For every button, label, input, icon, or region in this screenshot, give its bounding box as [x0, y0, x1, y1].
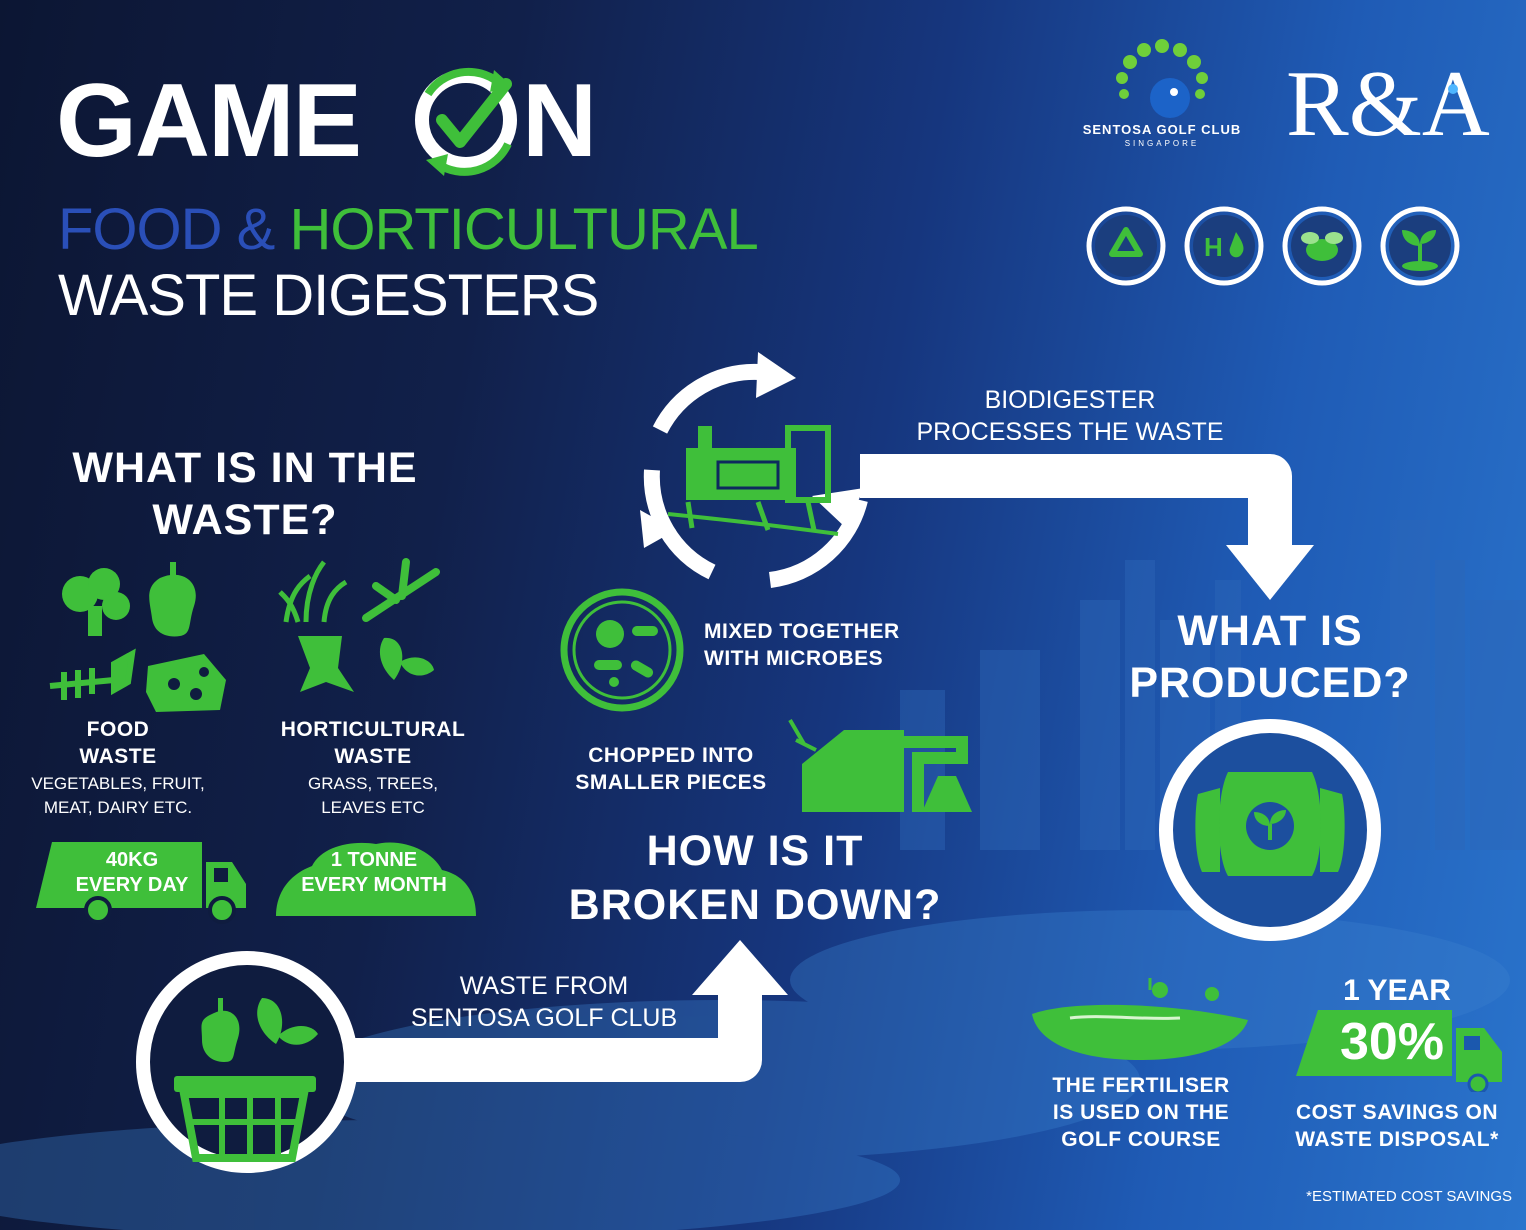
fish-bone-icon: [49, 648, 136, 700]
savings-percent: 30%: [1339, 1013, 1445, 1071]
svg-text:H: H: [1204, 232, 1223, 262]
club-location: SINGAPORE: [1124, 139, 1200, 148]
bee-icon: [1282, 206, 1362, 286]
savings-caption-line1: COST SAVINGS ON: [1296, 1101, 1498, 1124]
food-waste-title-line1: FOOD: [86, 718, 150, 741]
breakdown-title-line2: BROKEN DOWN?: [568, 881, 942, 929]
tree-stump-icon: [298, 636, 354, 692]
recycle-icon: [1086, 206, 1166, 286]
fertiliser-circle: [1159, 719, 1381, 941]
source-caption-line1: WASTE FROM: [459, 972, 629, 1000]
chop-caption-line1: CHOPPED INTO: [588, 744, 754, 767]
produced-title-line2: PRODUCED?: [1129, 659, 1411, 707]
savings-truck-icon: [1296, 1010, 1502, 1092]
subtitle-food: FOOD &: [58, 197, 275, 262]
broccoli-icon: [62, 568, 130, 636]
fertiliser-caption-line2: IS USED ON THE: [1052, 1101, 1230, 1124]
leaves-icon: [257, 998, 318, 1045]
food-waste-desc-line2: MEAT, DAIRY ETC.: [43, 798, 193, 817]
golf-course-icon: [1032, 978, 1248, 1060]
gameon-check-icon: [415, 67, 517, 176]
biodigester-caption-line1: BIODIGESTER: [984, 386, 1156, 414]
breakdown-title-line1: HOW IS IT: [646, 827, 864, 875]
fertiliser-caption-line3: GOLF COURSE: [1061, 1128, 1221, 1151]
biodigester-machine-icon: [668, 425, 839, 536]
food-icons: [49, 562, 226, 712]
horticultural-icons: [278, 558, 440, 692]
ra-dot: [1448, 84, 1458, 94]
waste-title-line2: WASTE?: [152, 496, 338, 544]
h2o-cycle-icon: H: [1184, 206, 1264, 286]
basket-icon: [174, 1076, 316, 1162]
horti-amount-line2: EVERY MONTH: [301, 874, 447, 896]
horti-pile-icon: [276, 842, 476, 916]
subtitle-line2: WASTE DIGESTERS: [58, 263, 599, 328]
apple-core-icon: [149, 562, 196, 637]
biodigester-caption-line2: PROCESSES THE WASTE: [916, 418, 1224, 446]
sprout-icon: [1380, 206, 1460, 286]
chop-caption-line2: SMALLER PIECES: [575, 771, 767, 794]
source-circle: [136, 951, 358, 1173]
food-amount-line2: EVERY DAY: [75, 874, 189, 896]
produced-title-line1: WHAT IS: [1177, 607, 1363, 655]
sustainability-badges: H: [1086, 206, 1460, 286]
cheese-icon: [146, 654, 226, 712]
horti-waste-title-line2: WASTE: [334, 745, 412, 768]
savings-period: 1 YEAR: [1343, 974, 1451, 1007]
food-waste-title-line2: WASTE: [79, 745, 157, 768]
peacock-logo-icon: [1116, 39, 1208, 118]
gameon-logo-text-end: N: [522, 63, 598, 179]
horti-waste-desc-line1: GRASS, TREES,: [307, 774, 439, 793]
grass-icon: [278, 560, 348, 623]
club-name: SENTOSA GOLF CLUB: [1082, 122, 1242, 137]
horti-waste-title-line1: HORTICULTURAL: [280, 718, 466, 741]
branch-icon: [362, 558, 440, 622]
gameon-logo-text: GAME: [56, 63, 362, 179]
chopper-machine-icon: [788, 718, 972, 812]
source-caption-line2: SENTOSA GOLF CLUB: [410, 1004, 678, 1032]
food-amount-line1: 40KG: [105, 849, 159, 871]
horti-amount-line1: 1 TONNE: [330, 849, 418, 871]
footnote: *ESTIMATED COST SAVINGS: [1306, 1188, 1512, 1205]
waste-title-line1: WHAT IS IN THE: [72, 444, 418, 492]
apple-core-icon: [201, 998, 240, 1062]
food-waste-desc-line1: VEGETABLES, FRUIT,: [31, 774, 205, 793]
leaves-icon: [379, 637, 434, 680]
ra-logo: R&A: [1286, 52, 1490, 156]
savings-caption-line2: WASTE DISPOSAL*: [1295, 1128, 1499, 1151]
mix-caption-line1: MIXED TOGETHER: [704, 620, 900, 643]
subtitle-horticultural: HORTICULTURAL: [289, 197, 758, 262]
horti-waste-desc-line2: LEAVES ETC: [321, 798, 425, 817]
subtitle-line1: FOOD & HORTICULTURAL: [58, 197, 759, 262]
mix-caption-line2: WITH MICROBES: [704, 647, 884, 670]
fertiliser-caption-line1: THE FERTILISER: [1052, 1074, 1230, 1097]
microbes-icon: [560, 588, 684, 712]
food-truck-icon: [36, 842, 246, 924]
